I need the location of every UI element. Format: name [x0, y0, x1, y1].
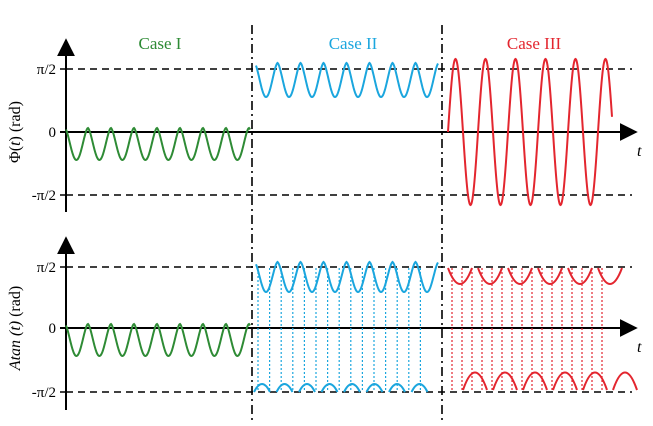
case-label-2: Case II — [329, 34, 378, 53]
bot-case2-lower-curve — [253, 383, 429, 393]
bot-case2-wrap-jumps — [257, 268, 421, 390]
bot-case1-curve — [65, 322, 251, 358]
top-case2-curve — [255, 61, 439, 99]
bot-case3-wrap-jumps — [451, 268, 603, 390]
bot-tick-neg-pi2: -π/2 — [32, 385, 56, 401]
bot-y-label: Atan (t) (rad) — [7, 286, 24, 371]
panel-phase: π/2 0 -π/2 t Φ(t) (rad) — [7, 38, 642, 212]
top-tick-neg-pi2: -π/2 — [32, 188, 56, 204]
bot-tick-pi2: π/2 — [37, 260, 56, 276]
case-label-3: Case III — [507, 34, 562, 53]
case-label-1: Case I — [139, 34, 182, 53]
bot-case3-upper-curve — [447, 267, 623, 285]
top-tick-pi2: π/2 — [37, 62, 56, 78]
top-case1-curve — [65, 126, 251, 162]
top-y-label: Φ(t) (rad) — [7, 101, 24, 163]
bot-tick-zero: 0 — [49, 321, 57, 337]
top-x-label: t — [637, 143, 642, 160]
bot-x-label: t — [637, 339, 642, 356]
bot-case3-lower-curve — [462, 371, 638, 391]
bot-case2-upper-curve — [255, 260, 439, 294]
top-case3-curve — [447, 57, 613, 207]
panel-atan: π/2 0 -π/2 t Atan (t) (rad) — [7, 236, 642, 410]
top-tick-zero: 0 — [49, 125, 57, 141]
